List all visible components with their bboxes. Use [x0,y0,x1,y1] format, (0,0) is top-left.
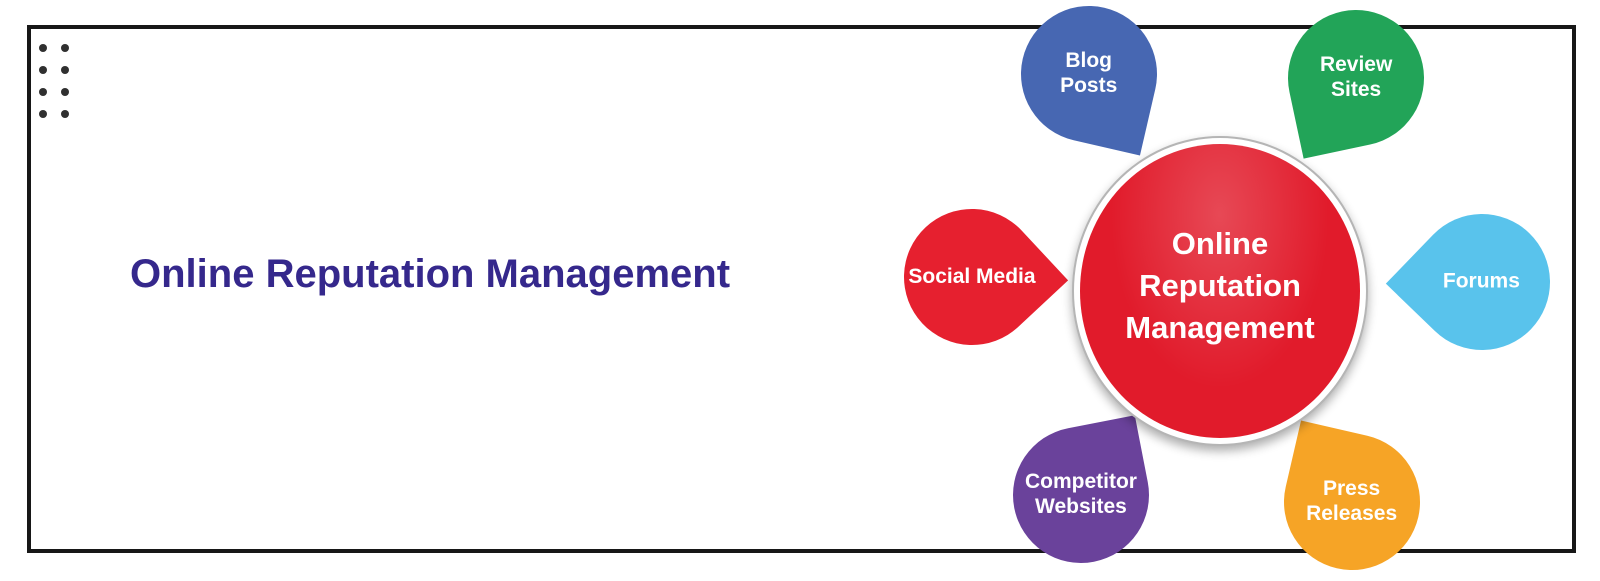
node-label-line: Sites [1330,78,1382,101]
center-label-line: Online [1171,225,1269,261]
dot-icon [39,88,47,96]
node-label-line: Releases [1306,501,1398,525]
node-label-line: Social Media [908,264,1036,288]
node-label-line: Websites [1035,495,1127,518]
dot-icon [61,88,69,96]
node-social-media: Social Media [875,180,1069,374]
node-label: Press Releases [1306,477,1397,527]
node-label-line: Press [1323,477,1381,501]
node-review-sites: Review Sites [1275,0,1437,159]
node-label: Competitor Websites [1025,470,1137,520]
dot-icon [61,66,69,74]
node-press-releases: Press Releases [1270,420,1434,581]
node-label-line: Review [1319,53,1393,77]
dot-icon [39,110,47,118]
dot-icon [39,66,47,74]
node-forums: Forums [1385,185,1579,379]
node-label-line: Forums [1443,269,1521,293]
dot-icon [39,44,47,52]
dot-icon [61,110,69,118]
page-title: Online Reputation Management [130,252,731,296]
node-label: Social Media [908,265,1035,290]
node-label: Review Sites [1320,53,1392,103]
node-label-line: Competitor [1025,470,1137,494]
center-node: Online Reputation Management [1080,144,1360,438]
center-node-ring: Online Reputation Management [1072,136,1368,446]
center-label-line: Reputation [1139,267,1301,303]
center-label-line: Management [1125,310,1315,346]
dot-icon [61,44,69,52]
node-label: Forums [1443,270,1520,295]
node-label-line: Blog [1065,49,1113,73]
node-competitor-websites: Competitor Websites [1001,415,1161,575]
node-label: Blog Posts [1060,49,1117,99]
node-label-line: Posts [1060,74,1118,97]
node-blog-posts: Blog Posts [1007,0,1171,156]
dots-grid [39,44,69,118]
